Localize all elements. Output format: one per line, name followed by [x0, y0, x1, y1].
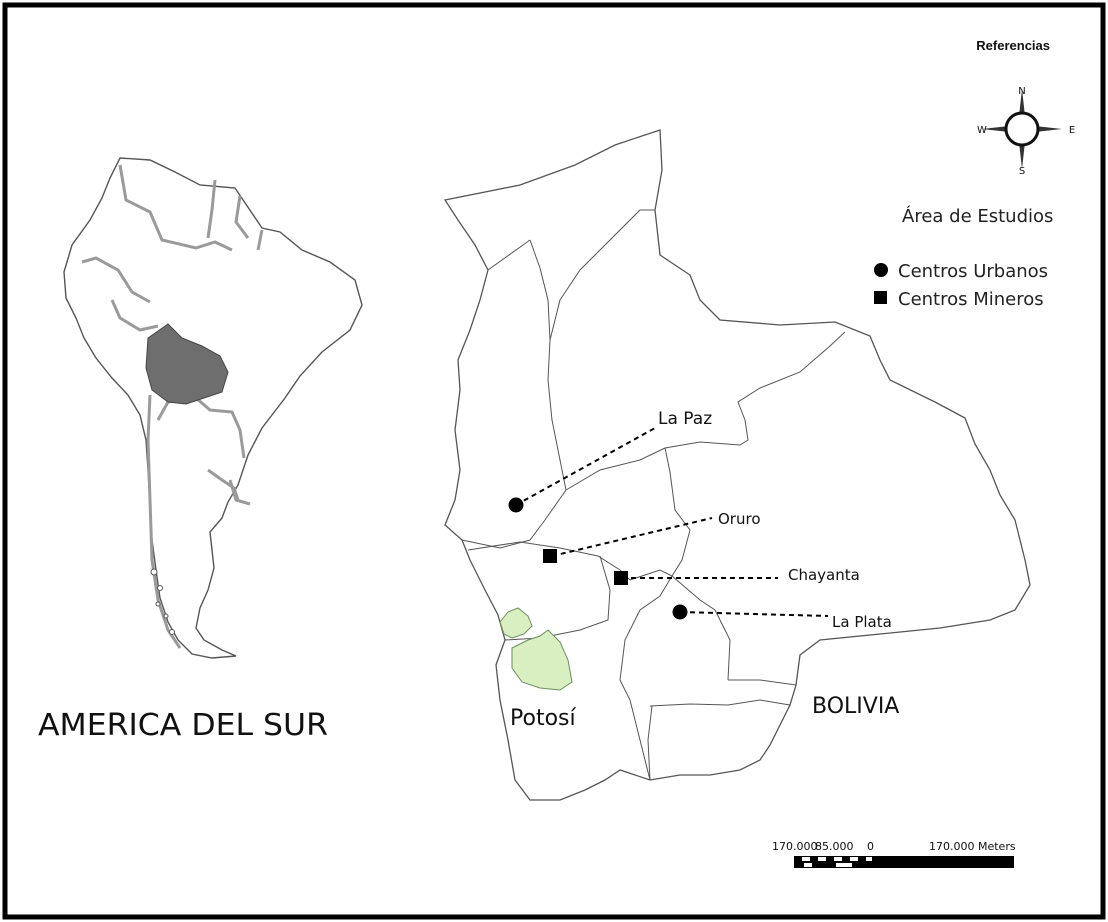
- compass-label-w: W: [977, 125, 987, 136]
- southern-islands: [150, 568, 175, 635]
- city-label-chayanta: Chayanta: [788, 566, 860, 584]
- south-america-title: AMERICA DEL SUR: [38, 708, 328, 743]
- south-america-map: [63, 157, 363, 659]
- scale-label-mid: 85.000: [815, 840, 854, 853]
- city-label-la-plata: La Plata: [832, 613, 892, 631]
- legend-mining-label: Centros Mineros: [898, 289, 1044, 310]
- legend-title: Referencias: [976, 38, 1050, 53]
- compass-icon: [982, 89, 1062, 169]
- bolivia-outline: [443, 129, 1031, 801]
- legend-mining-symbol: [874, 291, 887, 304]
- scale-label-left: 170.000: [772, 840, 818, 853]
- city-label-oruro: Oruro: [718, 510, 761, 528]
- chayanta-marker: [614, 571, 628, 585]
- legend-urban-label: Centros Urbanos: [898, 261, 1048, 282]
- legend-study-area: Área de Estudios: [902, 205, 1053, 227]
- bolivia-highlight: [145, 323, 229, 405]
- la-plata-marker: [672, 604, 688, 620]
- bolivia-map: [443, 129, 1031, 801]
- city-label-la-paz: La Paz: [658, 409, 712, 429]
- compass-label-s: S: [1019, 166, 1025, 177]
- compass-label-e: E: [1069, 125, 1075, 136]
- legend-urban-symbol: [874, 263, 888, 277]
- study-area: [499, 607, 573, 691]
- legend: Referencias N S W E Área de Estudios Cen…: [874, 38, 1075, 310]
- leader-lines: [515, 427, 829, 617]
- scale-label-zero: 0: [867, 840, 874, 853]
- scale-label-right: 170.000 Meters: [929, 840, 1016, 853]
- country-label-bolivia: BOLIVIA: [812, 694, 899, 719]
- oruro-marker: [543, 549, 557, 563]
- la-paz-marker: [508, 497, 524, 513]
- region-label-potosi: Potosí: [510, 706, 576, 731]
- south-america-outline: [63, 157, 363, 659]
- compass-label-n: N: [1018, 86, 1025, 97]
- city-markers: [508, 497, 688, 620]
- scale-bar: [794, 856, 1014, 868]
